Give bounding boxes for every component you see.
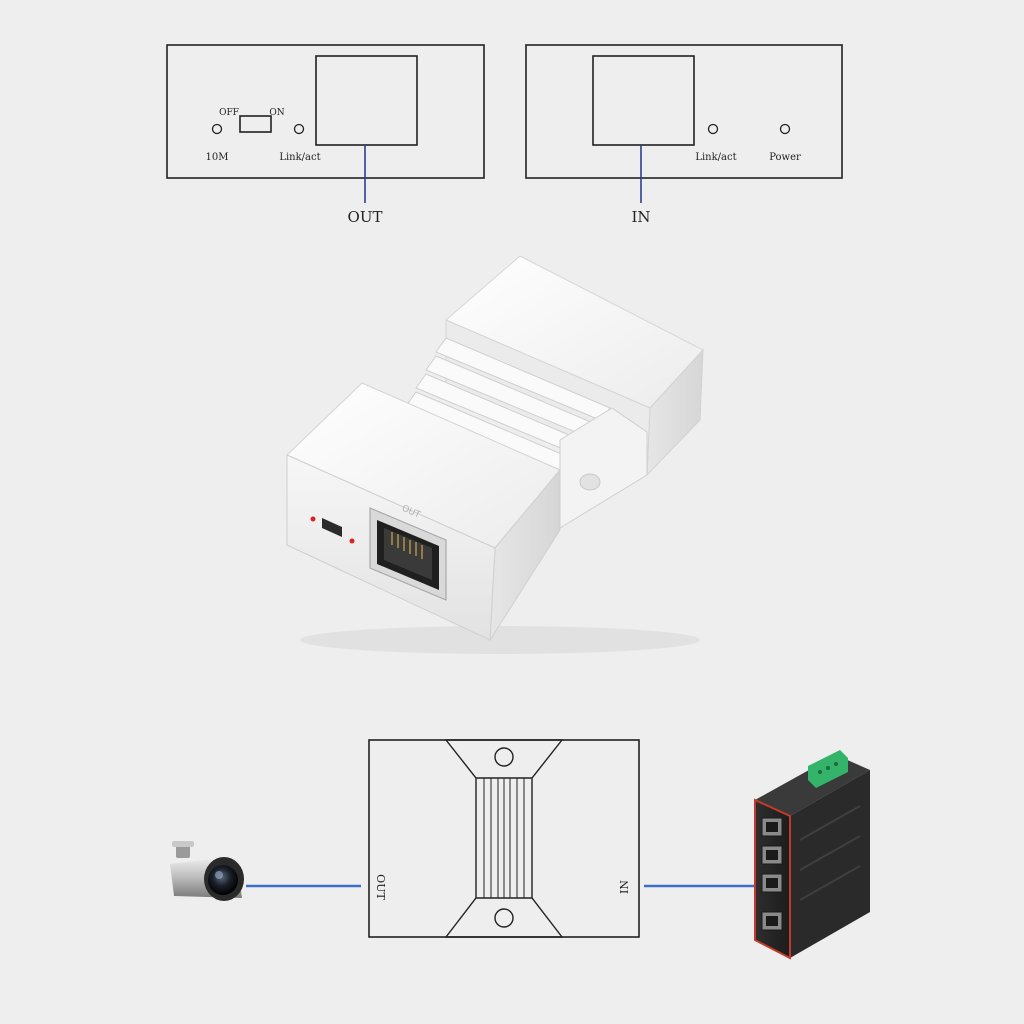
out-panel-frame	[166, 44, 485, 179]
switch-on-label: ON	[269, 108, 284, 118]
wiring-out-label: OUT	[374, 874, 387, 900]
out-port-caption: OUT	[348, 208, 383, 226]
bottom-mount-hole	[494, 908, 514, 928]
switch-side	[790, 770, 870, 958]
mounting-hole	[579, 473, 601, 491]
top-mount-hole	[494, 747, 514, 767]
led-link-act-out	[293, 123, 305, 135]
ethernet-switch-icon	[754, 750, 870, 960]
device-led-link	[349, 538, 355, 544]
splitter-top-view: OUT IN	[368, 739, 640, 938]
wiring-diagram: OUT IN	[170, 739, 870, 960]
switch-ports	[761, 817, 783, 931]
heat-sink-fins	[483, 778, 525, 898]
device-rj45-port	[369, 507, 447, 601]
cooling-ribs	[405, 337, 611, 475]
led-10m-label: 10M	[206, 152, 229, 163]
device-shadow	[300, 626, 700, 654]
in-panel: IN Link/act Power	[525, 44, 843, 226]
switch-off-label: OFF	[219, 108, 239, 118]
top-ear	[444, 739, 564, 779]
out-rj45-port	[315, 55, 418, 146]
in-panel-frame	[525, 44, 843, 179]
led-link-act-in-label: Link/act	[695, 152, 736, 163]
led-link-act-out-label: Link/act	[279, 152, 320, 163]
device-led-10m	[310, 516, 316, 522]
ip-camera-icon	[170, 841, 244, 901]
bottom-ear	[444, 897, 564, 938]
device-speed-switch	[322, 518, 342, 537]
speed-switch	[239, 115, 272, 133]
led-link-act-in	[707, 123, 719, 135]
device-photo: OUT	[286, 255, 704, 654]
in-rj45-port	[592, 55, 695, 146]
out-panel: OUT OFF ON 10M Link/act	[166, 44, 485, 226]
led-power-label: Power	[769, 152, 801, 163]
wiring-in-label: IN	[618, 880, 631, 894]
led-power	[779, 123, 791, 135]
led-10m	[211, 123, 223, 135]
in-port-caption: IN	[631, 208, 650, 226]
